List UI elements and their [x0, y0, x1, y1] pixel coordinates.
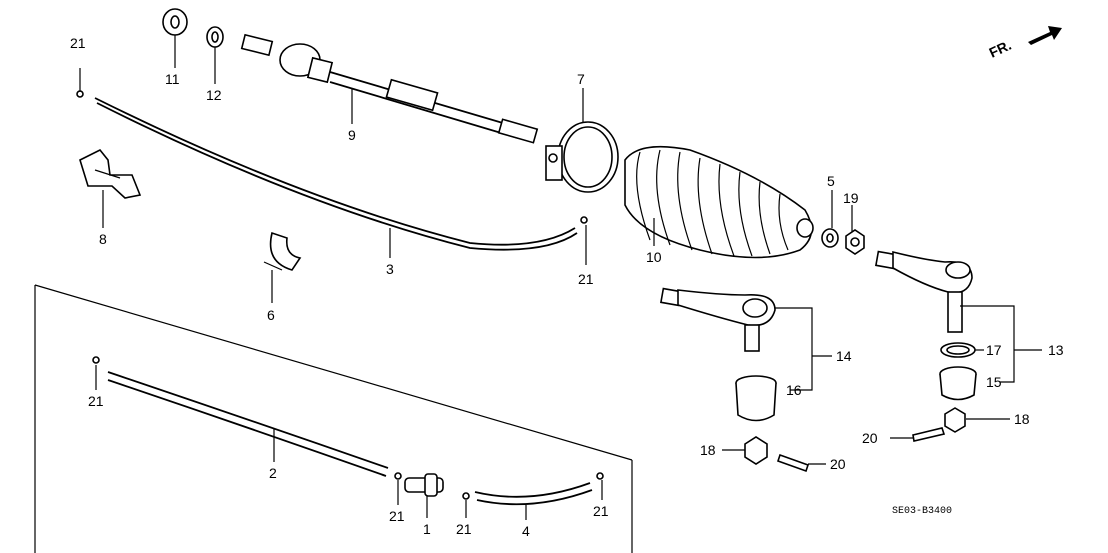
callout-6: 6: [267, 307, 275, 323]
part-21-clips: [76, 90, 604, 500]
part-20-cotter-pin-b: [776, 453, 810, 473]
part-6-clip: [263, 231, 302, 271]
callout-19: 19: [843, 190, 859, 206]
callout-4: 4: [522, 523, 530, 539]
part-15-boot: [939, 366, 977, 401]
part-18-castle-nut-a: [944, 407, 966, 433]
callout-2: 2: [269, 465, 277, 481]
part-7-clamp: [545, 121, 619, 193]
callout-8: 8: [99, 231, 107, 247]
callout-15: 15: [986, 374, 1002, 390]
callout-18-b: 18: [700, 442, 716, 458]
callout-20-b: 20: [830, 456, 846, 472]
callout-17: 17: [986, 342, 1002, 358]
front-direction-indicator: FR.: [987, 26, 1062, 61]
callout-9: 9: [348, 127, 356, 143]
front-arrow-icon: [1028, 26, 1062, 45]
inset-frame: [34, 284, 633, 553]
part-3-tube: [94, 97, 578, 251]
part-13-tie-rod-end: [874, 250, 973, 333]
part-20-cotter-pin-a: [912, 427, 946, 442]
part-12-lockwasher: [206, 26, 224, 48]
part-19-nut: [845, 229, 865, 255]
callout-11: 11: [165, 71, 180, 87]
part-10-boot: [624, 145, 814, 259]
callout-13: 13: [1048, 342, 1064, 358]
callout-3: 3: [386, 261, 394, 277]
leader-lines: [79, 35, 1042, 520]
callout-21-c: 21: [88, 393, 104, 409]
part-2-tube: [107, 371, 389, 477]
callout-21-a: 21: [70, 35, 86, 51]
part-16-dust-boot: [735, 375, 777, 422]
callouts: 11 12 9 7 8 3 6 10 5 19 21 21 21 2 21 1 …: [70, 35, 1064, 539]
callout-21-e: 21: [456, 521, 472, 537]
part-1-joint: [404, 473, 444, 497]
callout-12: 12: [206, 87, 222, 103]
diagram-code: SE03-B3400: [892, 506, 952, 517]
callout-20-a: 20: [862, 430, 878, 446]
part-14-tie-rod-end: [659, 287, 776, 352]
part-4-tube: [474, 482, 593, 506]
part-5-jam-nut: [821, 228, 839, 248]
callout-16: 16: [786, 382, 802, 398]
callout-21-f: 21: [593, 503, 609, 519]
part-9-tie-rod: [240, 33, 539, 144]
callout-14: 14: [836, 348, 852, 364]
part-11-washer: [162, 8, 188, 36]
callout-21-d: 21: [389, 508, 405, 524]
callout-18-a: 18: [1014, 411, 1030, 427]
callout-7: 7: [577, 71, 585, 87]
callout-1: 1: [423, 521, 431, 537]
part-8-bracket: [79, 148, 142, 199]
part-17-ring: [940, 342, 976, 358]
callout-10: 10: [646, 249, 662, 265]
callout-21-b: 21: [578, 271, 594, 287]
direction-label: FR.: [987, 37, 1014, 61]
callout-5: 5: [827, 173, 835, 189]
part-18-castle-nut-b: [744, 436, 768, 465]
